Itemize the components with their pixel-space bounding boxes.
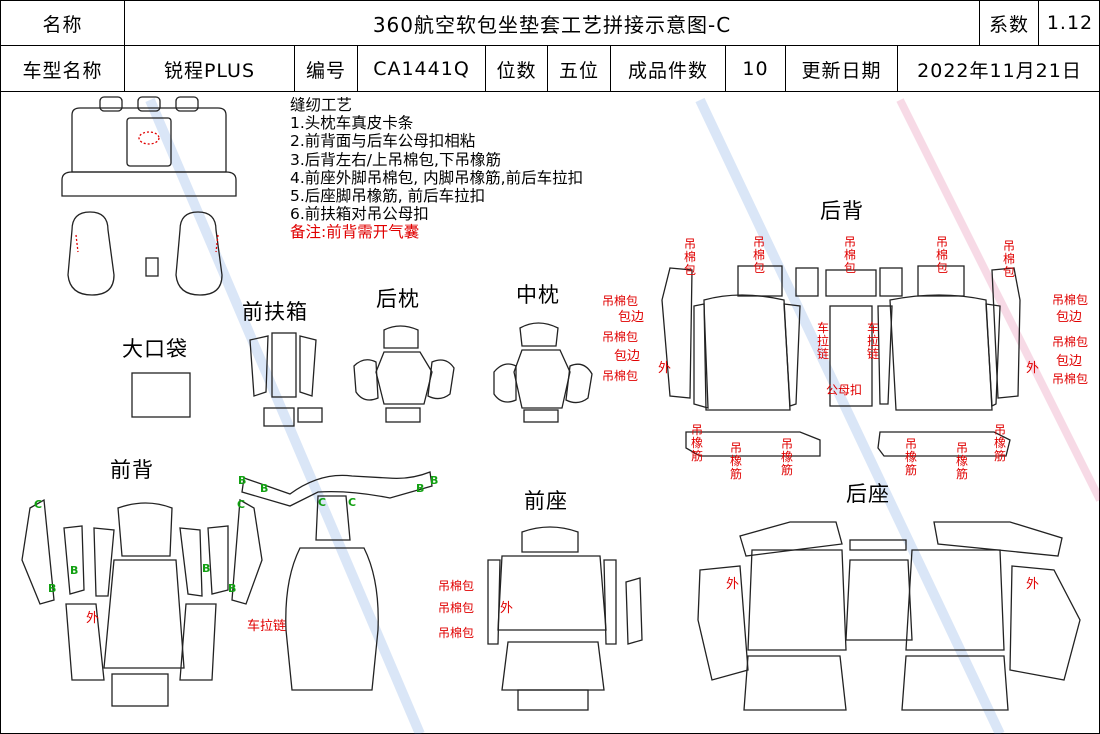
front-armrest-pieces	[249, 332, 323, 427]
anno-outer: 外	[500, 601, 514, 616]
mark-b: B	[202, 562, 211, 575]
anno-outer: 外	[726, 577, 740, 592]
anno-hang-elastic: 吊橡筋	[780, 437, 793, 477]
anno-wrap-edge: 包边	[1056, 310, 1083, 325]
anno-hang-cotton: 吊棉包	[438, 579, 475, 593]
big-pocket-piece	[131, 372, 191, 418]
label-middle-headrest: 中枕	[516, 283, 560, 307]
mark-c: C	[348, 496, 357, 509]
anno-hang-cotton: 吊棉包	[602, 294, 639, 308]
anno-hang-cotton: 吊棉包	[1052, 293, 1089, 307]
anno-hang-cotton: 吊棉包	[602, 330, 639, 344]
process-notes: 缝纫工艺 1.头枕车真皮卡条 2.前背面与后车公母扣相粘 3.后背左右/上吊棉包…	[290, 96, 583, 242]
mark-c: C	[237, 498, 246, 511]
front-seat-pieces	[487, 526, 643, 711]
mark-b: B	[70, 564, 79, 577]
rear-seat-pieces	[697, 521, 1081, 711]
anno-zipper: 车拉链	[247, 619, 287, 634]
note-item-3: 3.后背左右/上吊棉包,下吊橡筋	[290, 150, 501, 169]
seat-overview	[61, 96, 237, 296]
anno-hang-cotton: 吊棉包	[843, 235, 856, 275]
notes-remark: 备注:前背需开气囊	[290, 223, 420, 242]
anno-hang-elastic: 吊橡筋	[729, 441, 742, 481]
label-front-armrest: 前扶箱	[242, 300, 308, 324]
note-item-4: 4.前座外脚吊棉包, 内脚吊橡筋,前后车拉扣	[290, 168, 584, 187]
coef-label: 系数	[980, 1, 1039, 46]
pieces-label: 成品件数	[611, 46, 726, 92]
anno-wrap-edge: 包边	[618, 310, 645, 325]
front-back-pieces	[21, 498, 263, 707]
name-label: 名称	[1, 1, 125, 46]
watermark-lines	[145, 97, 1100, 734]
anno-hang-cotton: 吊棉包	[438, 601, 475, 615]
note-item-6: 6.前扶箱对吊公母扣	[290, 205, 429, 224]
note-item-5: 5.后座脚吊橡筋, 前后车拉扣	[290, 187, 486, 206]
anno-zipper: 车拉链	[866, 321, 879, 361]
label-front-back: 前背	[110, 458, 154, 482]
anno-hang-cotton: 吊棉包	[438, 626, 475, 640]
anno-hang-elastic: 吊橡筋	[904, 437, 917, 477]
seats-value: 五位	[548, 46, 611, 92]
rear-headrest-pieces	[353, 325, 455, 423]
anno-male-female: 公母扣	[826, 383, 863, 397]
mark-c: C	[318, 496, 327, 509]
mark-b: B	[416, 482, 425, 495]
pieces-value: 10	[726, 46, 786, 92]
label-big-pocket: 大口袋	[122, 337, 188, 361]
anno-hang-elastic: 吊橡筋	[690, 423, 703, 463]
anno-outer: 外	[658, 361, 672, 376]
date-value: 2022年11月21日	[917, 59, 1082, 82]
model-label: 车型名称	[1, 46, 125, 92]
anno-hang-cotton: 吊棉包	[683, 237, 696, 277]
sheet-title: 360航空软包坐垫套工艺拼接示意图-C	[125, 1, 980, 46]
note-item-2: 2.前背面与后车公母扣相粘	[290, 132, 476, 151]
label-rear-seat: 后座	[846, 482, 890, 506]
label-rear-back: 后背	[820, 199, 864, 223]
middle-headrest-pieces	[493, 322, 593, 423]
anno-hang-cotton: 吊棉包	[1052, 335, 1089, 349]
code-label: 编号	[295, 46, 358, 92]
label-front-seat: 前座	[524, 489, 568, 513]
mark-b: B	[430, 474, 439, 487]
anno-outer: 外	[1026, 361, 1040, 376]
anno-zipper: 车拉链	[816, 321, 829, 361]
mark-b: B	[228, 582, 237, 595]
anno-outer: 外	[1026, 577, 1040, 592]
anno-hang-cotton: 吊棉包	[602, 369, 639, 383]
note-item-1: 1.头枕车真皮卡条	[290, 114, 414, 133]
mark-b: B	[238, 474, 247, 487]
front-back-arch	[241, 471, 433, 691]
anno-hang-cotton: 吊棉包	[1002, 239, 1015, 279]
anno-outer: 外	[86, 611, 100, 626]
date-label: 更新日期	[786, 46, 898, 92]
anno-hang-elastic: 吊橡筋	[993, 423, 1006, 463]
mark-b: B	[260, 482, 269, 495]
notes-title: 缝纫工艺	[290, 96, 353, 114]
anno-hang-cotton: 吊棉包	[935, 235, 948, 275]
mark-b: B	[48, 582, 57, 595]
anno-hang-cotton: 吊棉包	[752, 235, 765, 275]
header-table: 名称 360航空软包坐垫套工艺拼接示意图-C 系数 1.12 车型名称 锐程PL…	[0, 0, 1100, 92]
mark-c: C	[34, 498, 43, 511]
coef-value: 1.12	[1039, 1, 1100, 46]
label-rear-headrest: 后枕	[376, 287, 420, 311]
code-value: CA1441Q	[358, 46, 486, 92]
anno-hang-elastic: 吊橡筋	[955, 441, 968, 481]
seats-label: 位数	[486, 46, 548, 92]
anno-hang-cotton: 吊棉包	[1052, 372, 1089, 386]
model-value: 锐程PLUS	[125, 46, 295, 92]
rear-back-pieces	[661, 265, 1021, 457]
anno-wrap-edge: 包边	[1056, 354, 1083, 369]
anno-wrap-edge: 包边	[614, 349, 641, 364]
